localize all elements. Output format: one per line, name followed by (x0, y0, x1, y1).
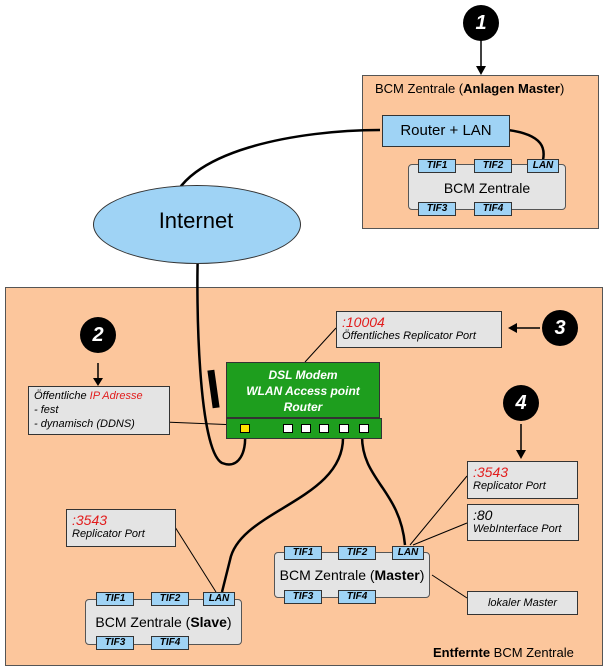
public-port-label: Öffentliches Replicator Port (342, 330, 476, 342)
lan-port-3 (319, 424, 329, 433)
top-tif4: TIF4 (474, 202, 512, 216)
master-tif3: TIF3 (284, 590, 322, 604)
lan-port-2 (301, 424, 311, 433)
router-line3: Router (283, 400, 323, 414)
top-tif1: TIF1 (418, 159, 456, 173)
master-replicator-value: :3543 (473, 464, 509, 480)
router-ports-bar (226, 418, 382, 439)
marker-2: 2 (80, 317, 116, 353)
lan-port-5 (359, 424, 369, 433)
bottom-panel-footer: Entfernte BCM Zentrale (433, 645, 574, 660)
internet-cloud (93, 185, 301, 264)
top-bcm-label: BCM Zentrale (443, 180, 531, 196)
public-port-value: :10004 (342, 314, 385, 330)
public-ip-fest: - fest (34, 404, 59, 416)
dsl-router: DSL Modem WLAN Access point Router (226, 362, 380, 418)
slave-tif1: TIF1 (96, 592, 134, 606)
master-replicator-label: Replicator Port (473, 480, 546, 492)
top-router: Router + LAN (382, 115, 510, 147)
lan-port-4 (339, 424, 349, 433)
top-panel-title: BCM Zentrale (Anlagen Master) (375, 81, 565, 96)
master-tif1: TIF1 (284, 546, 322, 560)
slave-replicator-label: Replicator Port (72, 528, 145, 540)
internet-label: Internet (158, 208, 234, 233)
top-tif3: TIF3 (418, 202, 456, 216)
web-port-label: WebInterface Port (473, 523, 562, 535)
local-master-callout: lokaler Master (467, 591, 578, 615)
marker-1: 1 (463, 5, 499, 41)
top-lan: LAN (527, 159, 559, 173)
marker-4: 4 (503, 385, 539, 421)
public-ip-callout: Öffentliche IP Adresse - fest - dynamisc… (28, 386, 170, 435)
web-port-callout: :80 WebInterface Port (467, 504, 579, 541)
slave-replicator-callout: :3543 Replicator Port (66, 509, 176, 547)
master-lan: LAN (392, 546, 424, 560)
master-replicator-callout: :3543 Replicator Port (467, 461, 578, 499)
slave-tif3: TIF3 (96, 636, 134, 650)
wan-port (240, 424, 250, 433)
marker-3: 3 (542, 310, 578, 346)
slave-tif4: TIF4 (151, 636, 189, 650)
router-line1: DSL Modem (268, 368, 338, 382)
public-ip-ddns: - dynamisch (DDNS) (34, 418, 135, 430)
web-port-value: :80 (473, 507, 493, 523)
slave-tif2: TIF2 (151, 592, 189, 606)
public-port-callout: :10004 Öffentliches Replicator Port (336, 311, 502, 348)
top-tif2: TIF2 (474, 159, 512, 173)
router-line2: WLAN Access point (246, 384, 360, 398)
master-tif4: TIF4 (338, 590, 376, 604)
master-tif2: TIF2 (338, 546, 376, 560)
master-bcm-label: BCM Zentrale (Master) (279, 567, 425, 583)
public-ip-title: Öffentliche IP Adresse (34, 390, 143, 402)
slave-replicator-value: :3543 (72, 512, 108, 528)
slave-bcm-label: BCM Zentrale (Slave) (95, 614, 232, 630)
lan-port-1 (283, 424, 293, 433)
slave-lan: LAN (203, 592, 235, 606)
